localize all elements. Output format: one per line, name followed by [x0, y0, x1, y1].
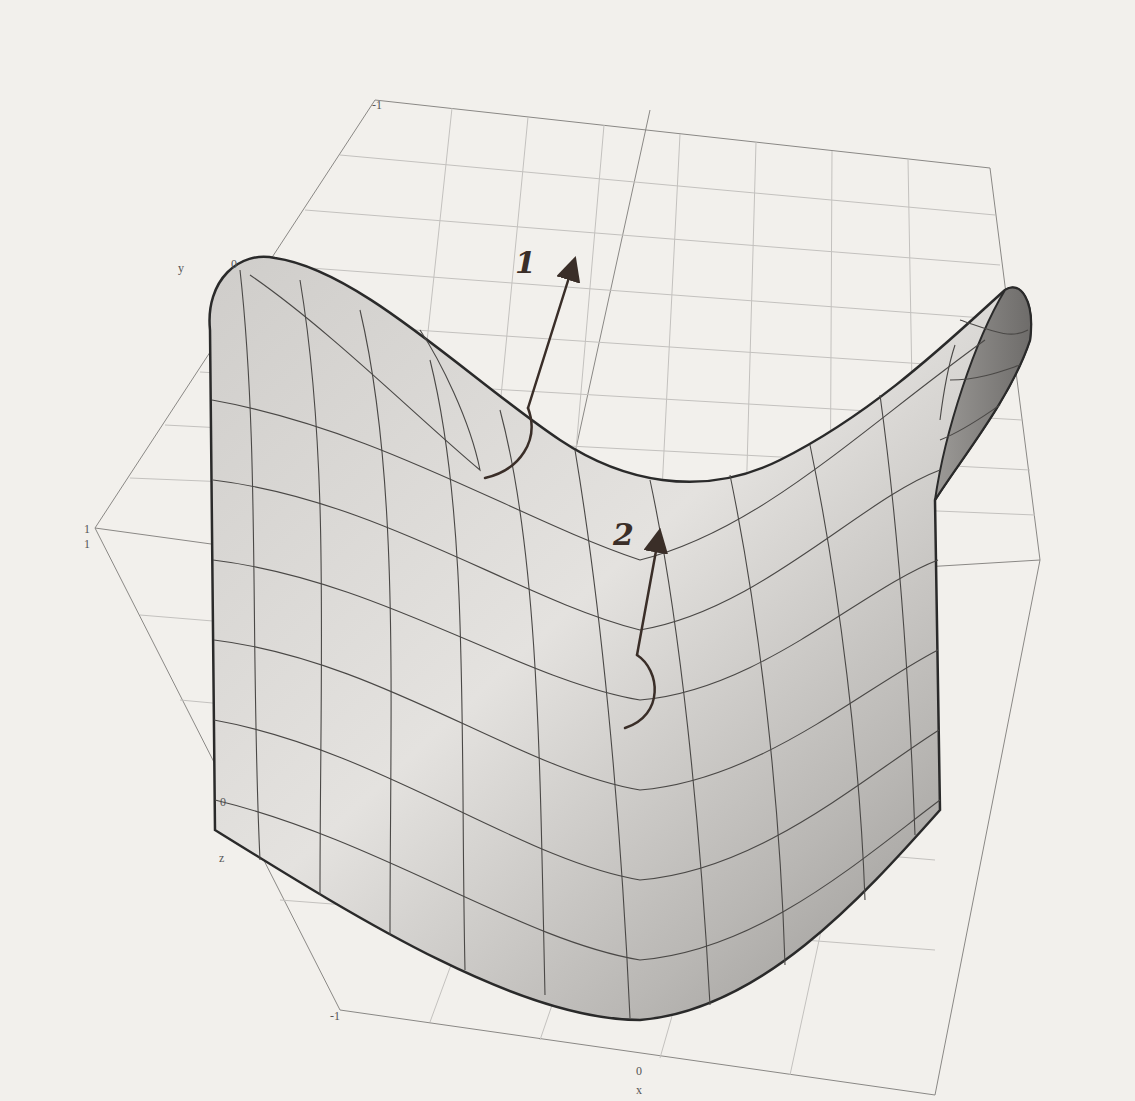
axis-label: 1	[84, 523, 90, 535]
callout-number: 1	[515, 248, 536, 278]
axis-label: 0	[220, 796, 226, 808]
axis-label: 0	[231, 258, 237, 270]
axis-label: 0	[636, 1065, 642, 1077]
axis-label: x	[636, 1084, 642, 1096]
axis-label: y	[178, 262, 184, 274]
axis-label: -1	[330, 1010, 340, 1022]
axis-label: -1	[372, 99, 382, 111]
axis-label: 1	[84, 538, 90, 550]
callout-number: 2	[613, 520, 634, 550]
axis-label: z	[219, 852, 224, 864]
